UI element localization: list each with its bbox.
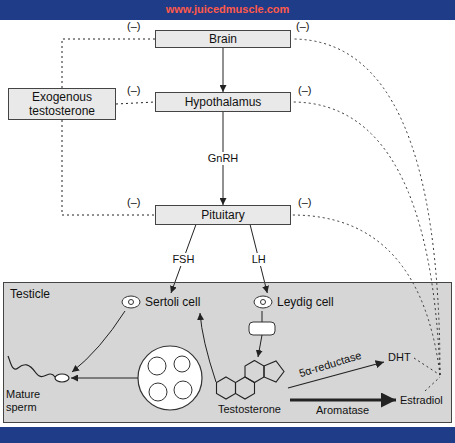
part-label: DHT	[388, 351, 411, 364]
node-text: Pituitary	[201, 208, 244, 222]
node-text: Sertoli cell	[145, 295, 200, 309]
edge-label: GnRH	[206, 152, 241, 165]
inhibition-sign: (–)	[298, 196, 311, 209]
node-text: Hypothalamus	[185, 95, 262, 109]
cell-membrane	[254, 296, 272, 308]
process-box: Hypothalamus	[155, 92, 291, 112]
part-label: Mature sperm	[6, 388, 66, 414]
process-box: Exogenous testosterone	[8, 88, 116, 120]
connector	[62, 39, 155, 88]
part-label: Testosterone	[218, 403, 281, 416]
steroid-molecule	[217, 361, 285, 400]
sertoli-arrow	[72, 311, 125, 372]
feedback-lines	[292, 39, 440, 391]
tubule-arrow	[71, 378, 138, 379]
process-box: Brain	[155, 30, 291, 48]
aromatase-arrow	[290, 399, 396, 402]
process-box: Pituitary	[155, 205, 291, 225]
watermark: www.juicedmuscle.com	[0, 3, 455, 16]
tubule	[138, 346, 202, 410]
inhibition-sign: (–)	[298, 84, 311, 97]
testicle-fill	[3, 282, 452, 423]
connector	[62, 120, 155, 215]
testicle-region: TesticleSertoli cell Leydig cell	[3, 282, 452, 423]
cell-nucleus	[129, 300, 134, 305]
cell-nucleus	[261, 300, 266, 305]
node-text: Leydig cell	[277, 295, 334, 309]
cell-node: Sertoli cell	[121, 293, 221, 311]
bottom-bar	[0, 427, 455, 443]
enzyme-label: Aromatase	[316, 404, 369, 417]
part-label: Estradiol	[400, 394, 443, 407]
cell-node: Leydig cell	[253, 293, 348, 311]
inhibition-sign: (–)	[127, 84, 140, 97]
inhibition-sign: (–)	[127, 20, 140, 33]
node-text: Exogenous testosterone	[13, 90, 111, 118]
enzyme-label: 5α-reductase	[297, 348, 362, 379]
leydig-line	[262, 311, 263, 322]
cell-icon	[253, 295, 273, 309]
top-bar	[0, 0, 455, 20]
connector	[116, 102, 155, 104]
inhibition-sign: (–)	[127, 196, 140, 209]
edge-label: LH	[250, 253, 268, 266]
testosterone-arrow	[200, 313, 216, 382]
sperm	[8, 356, 69, 382]
cell-membrane	[122, 296, 140, 308]
inhibition-sign: (–)	[296, 20, 309, 33]
edge-label: FSH	[170, 253, 196, 266]
leydig-cell-body	[249, 322, 275, 335]
leydig-arrow	[258, 335, 262, 357]
node-text: Testicle	[10, 287, 50, 301]
cell-icon	[121, 295, 141, 309]
node-text: Brain	[209, 32, 237, 46]
connector	[223, 48, 224, 92]
